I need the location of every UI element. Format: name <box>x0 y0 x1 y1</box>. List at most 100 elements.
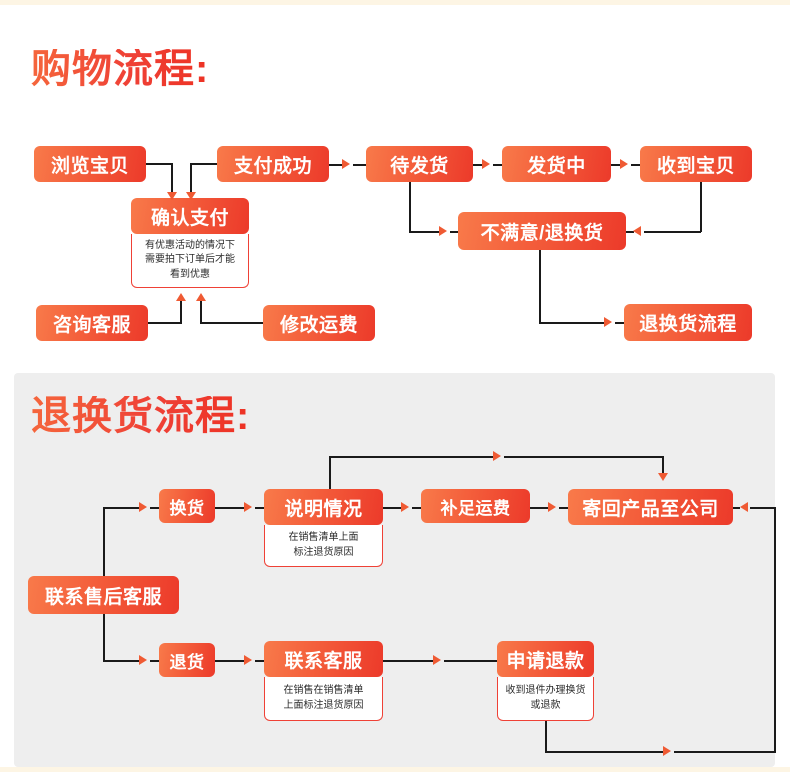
arrow-aftersales-to-exchange <box>139 502 147 512</box>
line-aftersales-to-exchange-h <box>103 507 140 509</box>
line-explain-up-h <box>329 456 494 458</box>
caption-contact-service-line-1: 在销售在销售清单 <box>283 685 364 696</box>
caption-contact-service: 在销售在销售清单 上面标注退货原因 <box>264 677 383 721</box>
top-accent-strip <box>0 0 790 5</box>
node-contact-service[interactable]: 联系客服 <box>264 641 383 677</box>
node-pay-freight[interactable]: 补足运费 <box>421 489 530 523</box>
caption-confirm-pay: 有优惠活动的情况下 需要拍下订单后才能 看到优惠 <box>131 234 249 288</box>
line-aftersales-to-refund-h <box>103 660 140 662</box>
line-bottom-loop-into-sendback-h <box>750 507 775 509</box>
line-consult-to-confirm-h <box>148 322 182 324</box>
line-freight-to-confirm-h <box>200 322 263 324</box>
line-shipping-to-received-2 <box>631 164 640 166</box>
arrow-exchange-to-explain <box>244 502 252 512</box>
line-freight-to-confirm-v <box>200 300 202 323</box>
arrow-received-to-dissat <box>633 226 641 236</box>
caption-explain-situation: 在销售清单上面 标注退货原因 <box>264 525 383 567</box>
line-awaiting-to-dissat-h2 <box>450 231 458 233</box>
returns-flow-section: 退换货流程: <box>14 373 776 767</box>
line-bottom-loop-into-sendback-h2 <box>733 507 740 509</box>
node-return-flow-link[interactable]: 退换货流程 <box>624 304 752 341</box>
arrow-freight-to-sendback <box>548 502 556 512</box>
node-confirm-pay[interactable]: 确认支付 <box>131 198 249 234</box>
shopping-flow-heading: 购物流程: <box>31 47 210 91</box>
caption-apply-refund-line-1: 收到退件办理换货 <box>505 685 586 696</box>
arrow-aftersales-to-refund <box>139 655 147 665</box>
line-bottom-loop-up-v <box>774 507 776 752</box>
arrow-explain-to-freight <box>401 502 409 512</box>
line-dissat-to-returnflow-h <box>539 322 605 324</box>
arrow-contact-to-applyrefund <box>433 655 441 665</box>
node-dissatisfied-return[interactable]: 不满意/退换货 <box>458 212 626 250</box>
line-consult-to-confirm-v <box>180 300 182 323</box>
line-applyrefund-bottom-h <box>545 751 664 753</box>
line-refund-to-contact <box>215 660 245 662</box>
node-browse[interactable]: 浏览宝贝 <box>34 146 146 182</box>
caption-confirm-pay-line-1: 有优惠活动的情况下 <box>145 239 235 251</box>
line-freight-to-sendback <box>530 507 549 509</box>
arrow-consult-to-confirm <box>176 293 186 301</box>
line-freight-to-sendback-2 <box>559 507 568 509</box>
line-aftersales-to-exchange-h2 <box>150 507 159 509</box>
bottom-accent-strip <box>0 767 790 772</box>
shopping-flow-section: 购物流程: <box>0 5 790 373</box>
line-explain-to-freight-2 <box>412 507 421 509</box>
node-awaiting-shipment[interactable]: 待发货 <box>366 146 473 182</box>
returns-flow-heading: 退换货流程: <box>31 394 251 438</box>
caption-explain-line-2: 标注退货原因 <box>293 546 354 558</box>
arrow-browse-to-confirm <box>167 192 177 200</box>
arrow-loop-into-sendback-left <box>740 502 748 512</box>
caption-confirm-pay-line-2: 需要拍下订单后才能 <box>145 254 235 266</box>
line-dissat-to-returnflow-h2 <box>615 322 624 324</box>
line-explain-to-freight <box>383 507 402 509</box>
arrow-dissat-to-returnflow <box>604 317 612 327</box>
node-return-goods[interactable]: 退货 <box>159 643 215 677</box>
arrow-bottom-loop <box>663 746 671 756</box>
line-aftersales-to-exchange-v <box>103 507 105 595</box>
line-contact-to-applyrefund <box>383 660 434 662</box>
arrow-refund-to-contact <box>244 655 252 665</box>
caption-apply-refund: 收到退件办理换货 或退款 <box>497 677 594 721</box>
line-shipping-to-received <box>611 164 621 166</box>
node-send-back-to-company[interactable]: 寄回产品至公司 <box>568 489 733 525</box>
caption-explain-line-1: 在销售清单上面 <box>288 532 359 543</box>
node-pay-success[interactable]: 支付成功 <box>217 146 329 182</box>
caption-apply-refund-line-2: 或退款 <box>530 699 561 711</box>
line-paysuccess-to-confirm-v <box>190 163 192 194</box>
arrow-paysuccess-to-awaiting <box>342 159 350 169</box>
line-paysuccess-to-confirm-h <box>190 163 217 165</box>
line-exchange-to-explain-2 <box>255 507 264 509</box>
line-received-to-dissat-h2 <box>626 231 634 233</box>
line-browse-to-confirm-v <box>171 163 173 194</box>
line-aftersales-to-refund-h2 <box>150 660 159 662</box>
node-modify-freight[interactable]: 修改运费 <box>263 305 375 341</box>
line-paysuccess-to-awaiting-2 <box>353 164 366 166</box>
node-shipping[interactable]: 发货中 <box>502 146 611 182</box>
node-consult-service[interactable]: 咨询客服 <box>36 305 148 341</box>
arrow-paysuccess-to-confirm <box>186 192 196 200</box>
line-dissat-to-returnflow-v <box>539 250 541 323</box>
node-apply-refund[interactable]: 申请退款 <box>497 641 594 677</box>
line-browse-to-confirm-h <box>146 163 173 165</box>
arrow-shipping-to-received <box>620 159 628 169</box>
line-awaiting-to-dissat-h <box>409 231 440 233</box>
arrow-explain-loop-top <box>493 451 501 461</box>
arrow-freight-to-confirm <box>196 293 206 301</box>
node-explain-situation[interactable]: 说明情况 <box>264 489 383 525</box>
line-explain-down-into-sendback <box>662 456 664 475</box>
node-received[interactable]: 收到宝贝 <box>640 146 752 182</box>
node-contact-after-sales[interactable]: 联系售后客服 <box>28 576 179 614</box>
line-awaiting-to-shipping <box>473 164 483 166</box>
line-applyrefund-bottom-h2 <box>674 751 776 753</box>
line-contact-to-applyrefund-2 <box>444 660 497 662</box>
line-refund-to-contact-2 <box>255 660 264 662</box>
line-exchange-to-explain <box>215 507 245 509</box>
node-exchange[interactable]: 换货 <box>159 489 215 523</box>
line-awaiting-to-shipping-2 <box>493 164 502 166</box>
arrow-awaiting-to-dissat <box>439 226 447 236</box>
line-explain-up-v <box>329 456 331 490</box>
arrow-awaiting-to-shipping <box>482 159 490 169</box>
line-paysuccess-to-awaiting <box>329 164 343 166</box>
arrow-loop-into-sendback <box>658 473 668 481</box>
